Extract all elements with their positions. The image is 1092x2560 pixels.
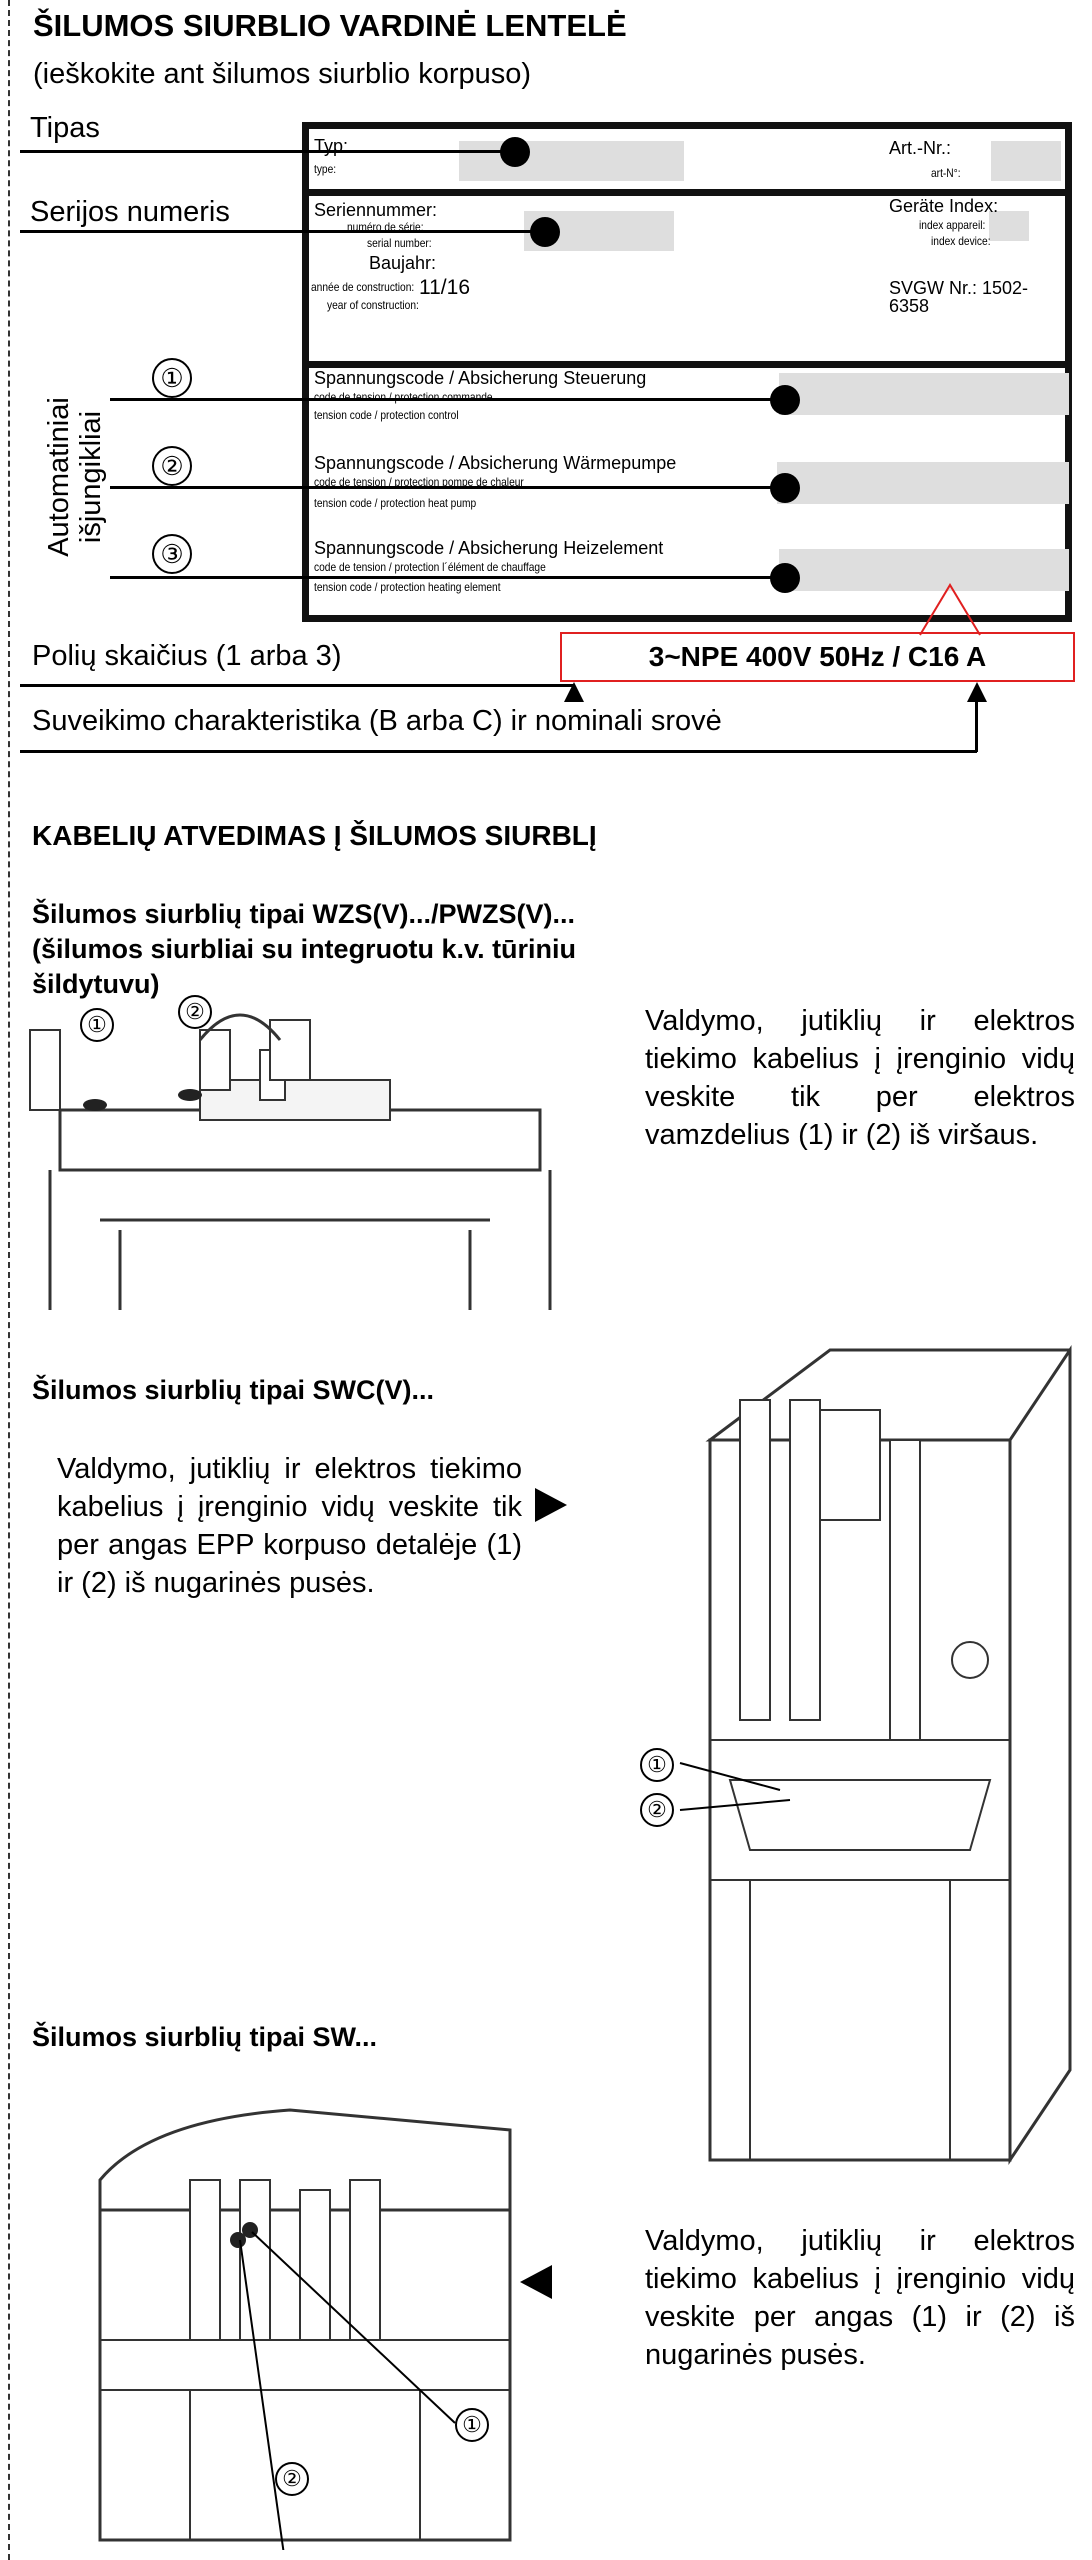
index-fr-label: index appareil: (919, 218, 986, 232)
pointer-right-icon (535, 1488, 567, 1522)
breakers-line2: išjungikliai (75, 410, 107, 544)
r3-fr: code de tension / protection l´élément d… (314, 560, 546, 574)
sw-marker-2: ② (275, 2462, 309, 2496)
wzs-marker-2: ② (178, 995, 212, 1029)
breaker-2-marker: ② (152, 446, 192, 486)
wzs-text: Valdymo, jutiklių ir elektros tiekimo ka… (645, 1005, 1075, 1151)
r1-title: Spannungscode / Absicherung Steuerung (314, 368, 647, 388)
swc-heat-pump-illustration (679, 1345, 1072, 2165)
year-label: year of construction: (327, 298, 419, 312)
index-label: Geräte Index: (889, 196, 999, 216)
breaker-3-marker: ③ (152, 534, 192, 574)
arrow-up-icon (967, 682, 987, 702)
cut-line (8, 0, 10, 2560)
section-title: KABELIŲ ATVEDIMAS Į ŠILUMOS SIURBLĮ (32, 820, 597, 851)
page-title: ŠILUMOS SIURBLIO VARDINĖ LENTELĖ (33, 8, 627, 43)
label-type: Tipas (30, 112, 100, 144)
svgw-number: SVGW Nr.: 1502-6358 (889, 278, 1029, 316)
annee-label: année de construction: (311, 280, 415, 294)
r1-fr: code de tension / protection commande (314, 390, 493, 404)
art-fr-label: art-N°: (931, 166, 961, 180)
r2-title: Spannungscode / Absicherung Wärmepumpe (314, 453, 677, 473)
red-pointer (919, 583, 981, 636)
baujahr-label: Baujahr: (369, 253, 437, 273)
breaker-1-marker: ① (152, 358, 192, 398)
wzs-marker-1: ① (80, 1008, 114, 1042)
swc-marker-2: ② (640, 1793, 674, 1827)
label-serial: Serijos numeris (30, 196, 230, 228)
page-subtitle: (ieškokite ant šilumos siurblio korpuso) (33, 58, 532, 90)
swc-heading: Šilumos siurblių tipai SWC(V)... (32, 1375, 435, 1405)
label-breakers: Automatiniai išjungikliai (30, 365, 110, 565)
index-en-label: index device: (931, 234, 991, 248)
sw-text: Valdymo, jutiklių ir elektros tiekimo ka… (645, 2225, 1075, 2371)
swc-text: Valdymo, jutiklių ir elektros tiekimo ka… (57, 1453, 522, 1599)
sw-marker-1: ① (455, 2408, 489, 2442)
r3-en: tension code / protection heating elemen… (314, 580, 501, 594)
spec-box: 3~NPE 400V 50Hz / C16 A (560, 632, 1075, 682)
arrow-up-icon (564, 682, 584, 702)
r2-fr: code de tension / protection pompe de ch… (314, 475, 524, 489)
year-value: 11/16 (419, 276, 470, 299)
type-label: type: (314, 162, 337, 176)
swc-marker-1: ① (640, 1748, 674, 1782)
breakers-line1: Automatiniai (43, 397, 75, 557)
wzs-heading: Šilumos siurblių tipai WZS(V).../PWZS(V)… (32, 899, 577, 999)
r3-title: Spannungscode / Absicherung Heizelement (314, 538, 664, 558)
serien-label: Seriennummer: (314, 200, 438, 220)
nameplate: Typ: type: Art.-Nr.: art-N°: Seriennumme… (302, 122, 1072, 622)
pointer-left-icon (520, 2265, 552, 2299)
label-characteristic: Suveikimo charakteristika (B arba C) ir … (32, 705, 722, 737)
sw-heat-pump-illustration (98, 2108, 512, 2550)
r1-en: tension code / protection control (314, 408, 459, 422)
art-label: Art.-Nr.: (889, 138, 951, 158)
r2-en: tension code / protection heat pump (314, 496, 477, 510)
serial-label: serial number: (367, 236, 432, 250)
label-poles: Polių skaičius (1 arba 3) (32, 640, 342, 672)
sw-heading: Šilumos siurblių tipai SW... (32, 2022, 378, 2052)
wzs-heat-pump-illustration (29, 1013, 552, 1310)
